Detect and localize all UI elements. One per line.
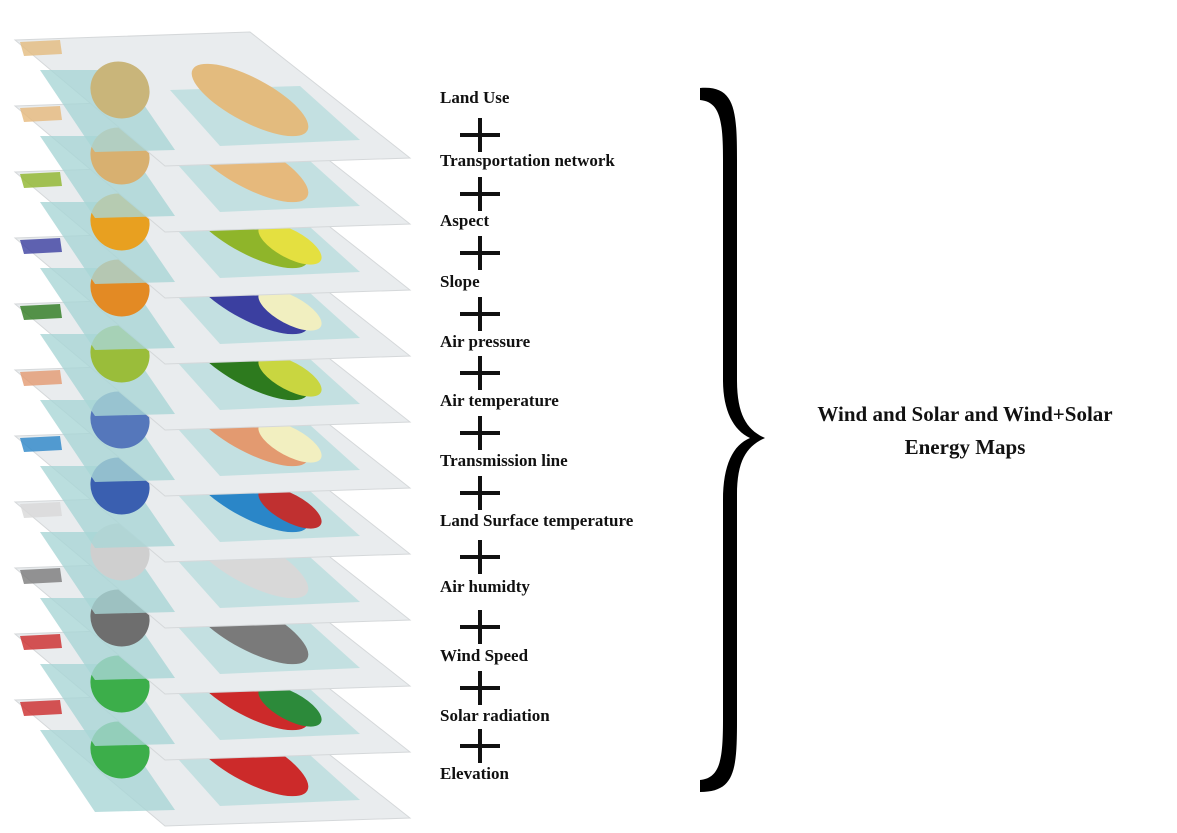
plus-icon bbox=[460, 177, 500, 211]
map-inset bbox=[20, 568, 62, 584]
plus-icon bbox=[460, 540, 500, 574]
map-inset bbox=[20, 502, 62, 518]
label-slope: Slope bbox=[440, 272, 480, 291]
plus-icon bbox=[460, 356, 500, 390]
plus-icon bbox=[460, 671, 500, 705]
label-air-pressure: Air pressure bbox=[440, 332, 531, 351]
plus-icon bbox=[460, 118, 500, 152]
map-inset bbox=[20, 370, 62, 386]
map-inset bbox=[20, 634, 62, 650]
map-inset bbox=[20, 700, 62, 716]
map-region bbox=[258, 223, 322, 265]
map-inset bbox=[20, 238, 62, 254]
plus-icon bbox=[460, 610, 500, 644]
label-solar-radiation: Solar radiation bbox=[440, 706, 550, 725]
curly-brace-icon bbox=[700, 87, 765, 792]
map-inset bbox=[20, 106, 62, 122]
plus-icon bbox=[460, 476, 500, 510]
map-inset bbox=[20, 436, 62, 452]
map-region bbox=[191, 63, 309, 137]
plus-icon bbox=[460, 729, 500, 763]
map-region bbox=[258, 289, 322, 331]
plus-icon bbox=[460, 236, 500, 270]
map-layer-land-use bbox=[13, 31, 412, 167]
label-transmission-line: Transmission line bbox=[440, 451, 568, 470]
map-inset bbox=[20, 172, 62, 188]
label-aspect: Aspect bbox=[440, 211, 490, 230]
map-region bbox=[90, 61, 150, 119]
label-transportation-network: Transportation network bbox=[440, 151, 615, 170]
label-land-surface-temperature: Land Surface temperature bbox=[440, 511, 634, 530]
result-label: Wind and Solar and Wind+Solar Energy Map… bbox=[755, 398, 1175, 464]
result-line-1: Wind and Solar and Wind+Solar bbox=[817, 402, 1113, 426]
label-elevation: Elevation bbox=[440, 764, 509, 783]
label-wind-speed: Wind Speed bbox=[440, 646, 529, 665]
map-region bbox=[258, 421, 322, 463]
map-inset bbox=[20, 40, 62, 56]
result-line-2: Energy Maps bbox=[904, 435, 1026, 459]
map-region bbox=[258, 487, 322, 529]
plus-icon bbox=[460, 297, 500, 331]
label-air-humidity: Air humidty bbox=[440, 577, 530, 596]
map-inset bbox=[20, 304, 62, 320]
map-region bbox=[258, 355, 322, 397]
map-region bbox=[258, 685, 322, 727]
label-land-use: Land Use bbox=[440, 88, 510, 107]
label-air-temperature: Air temperature bbox=[440, 391, 559, 410]
plus-icon bbox=[460, 416, 500, 450]
